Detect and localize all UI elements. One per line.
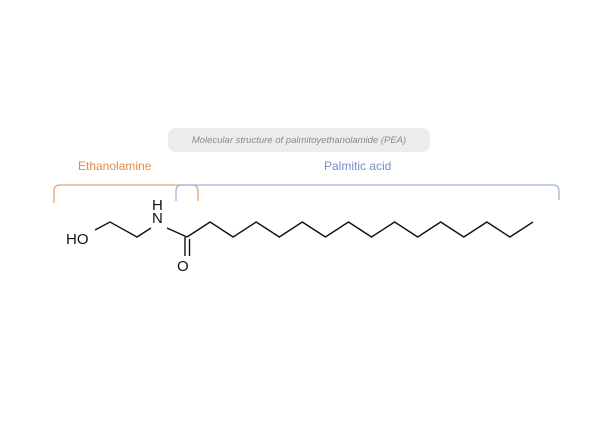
ethanolamine-bracket xyxy=(53,184,199,203)
palmitic-acid-label: Palmitic acid xyxy=(324,159,392,173)
title-caption: Molecular structure of palmitoyethanolam… xyxy=(168,128,430,152)
palmitic-acid-bracket xyxy=(175,184,560,201)
amide-bond xyxy=(166,227,188,238)
ethanolamine-label: Ethanolamine xyxy=(78,159,152,173)
nitrogen-atom: N xyxy=(152,210,163,227)
oxygen-atom: O xyxy=(177,258,189,275)
ethanolamine-bonds xyxy=(94,221,152,238)
palmitoyl-chain xyxy=(186,221,534,238)
hydrogen-atom: H xyxy=(152,197,163,214)
hydroxyl-atom: HO xyxy=(66,231,89,248)
